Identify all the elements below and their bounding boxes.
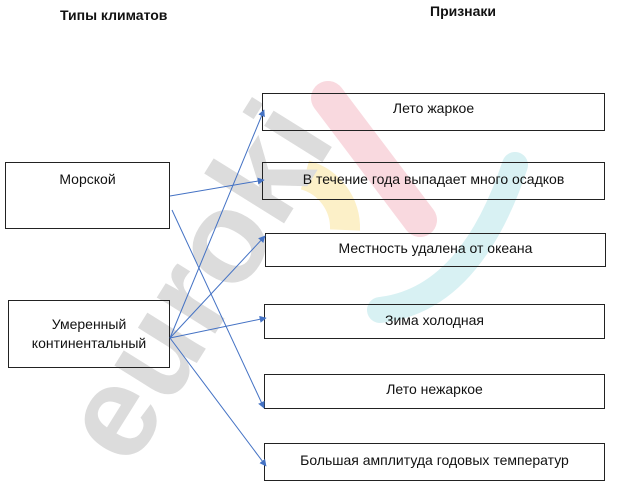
feature-box-far-from-ocean: Местность удалена от океана xyxy=(265,233,606,267)
heading-climate-types: Типы климатов xyxy=(60,7,168,23)
heading-features: Признаки xyxy=(430,3,497,19)
climate-box-maritime: Морской xyxy=(5,162,170,229)
connection-arrow xyxy=(169,235,266,339)
feature-label: Местность удалена от океана xyxy=(338,240,533,256)
connection-arrow xyxy=(169,177,265,197)
feature-label: Большая амплитуда годовых температур xyxy=(300,452,569,468)
climate-box-temperate-continental: Умеренный континентальный xyxy=(8,300,170,368)
climate-label-maritime: Морской xyxy=(59,171,116,187)
connection-arrow xyxy=(169,337,267,467)
feature-label: Лето жаркое xyxy=(392,100,475,116)
connection-arrow xyxy=(169,109,265,339)
connection-arrow xyxy=(171,209,265,409)
feature-label: Зима холодная xyxy=(385,312,484,328)
feature-label: В течение года выпадает много осадков xyxy=(302,171,565,187)
feature-label: Лето нежаркое xyxy=(386,381,483,397)
connection-arrow xyxy=(169,315,267,339)
climate-label-temperate-continental: Умеренный континентальный xyxy=(31,316,147,351)
feature-box-mild-summer: Лето нежаркое xyxy=(264,374,605,409)
